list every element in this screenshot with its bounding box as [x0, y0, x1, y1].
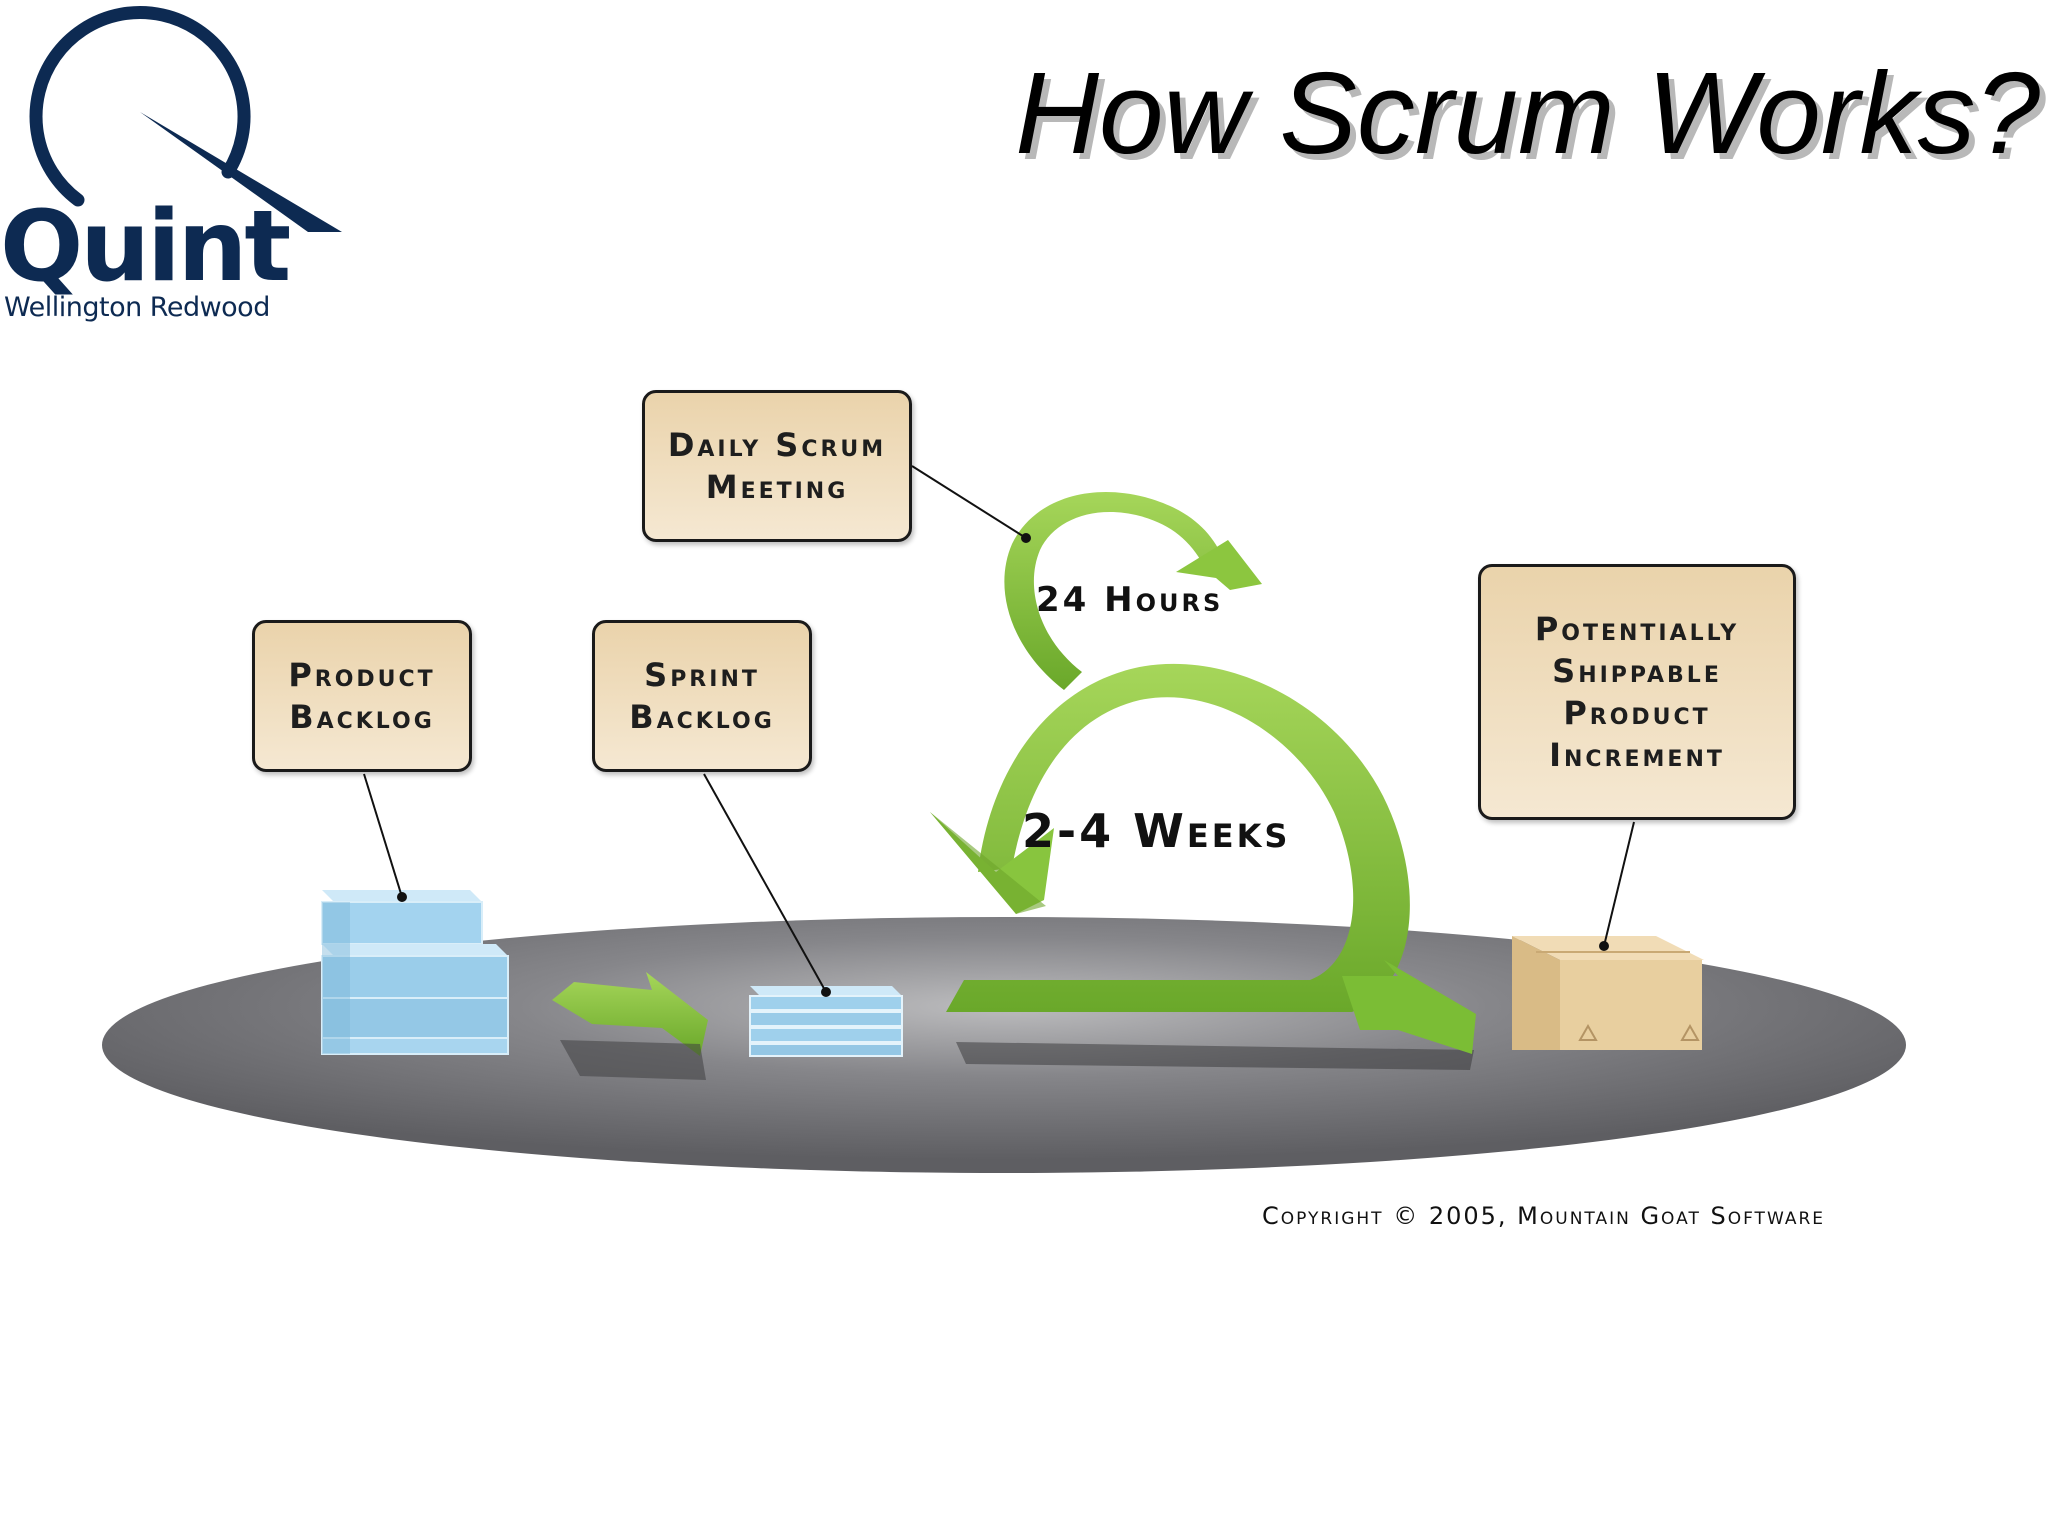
- box-label: Potentially: [1534, 610, 1740, 648]
- logo-wordmark: Quint: [0, 190, 291, 304]
- backlog-blocks-icon: [321, 890, 509, 1055]
- box-label: Meeting: [705, 468, 849, 506]
- increment-box: Potentially Shippable Product Increment: [1478, 564, 1796, 820]
- box-label: Shippable: [1552, 652, 1722, 690]
- product-backlog-box: Product Backlog: [252, 620, 472, 772]
- logo-arc-icon: [29, 6, 342, 232]
- box-label: Daily Scrum: [667, 426, 887, 464]
- box-label: Sprint: [644, 656, 760, 694]
- quint-logo: Quint Wellington Redwood: [0, 0, 360, 340]
- slide-title: How Scrum Works?: [1015, 48, 2040, 178]
- daily-loop-arrow-icon: [1004, 491, 1262, 690]
- sprint-loop-arrow-icon: [930, 663, 1476, 1070]
- backlog-arrow-icon: [552, 972, 708, 1056]
- box-label: Product: [1563, 694, 1711, 732]
- daily-scrum-box: Daily Scrum Meeting: [642, 390, 912, 542]
- copyright-notice: Copyright © 2005, Mountain Goat Software: [1262, 1202, 1826, 1230]
- daily-cycle-label: 24 Hours: [1036, 580, 1224, 620]
- sprint-cycle-label: 2-4 Weeks: [1022, 804, 1291, 858]
- box-label: Backlog: [289, 698, 435, 736]
- box-label: Product: [288, 656, 436, 694]
- logo-subtitle: Wellington Redwood: [4, 292, 270, 323]
- box-label: Increment: [1549, 736, 1725, 774]
- pointer-lines: [363, 465, 1635, 997]
- shipping-box-icon: [1512, 936, 1704, 1050]
- box-label: Backlog: [629, 698, 775, 736]
- sprint-backlog-box: Sprint Backlog: [592, 620, 812, 772]
